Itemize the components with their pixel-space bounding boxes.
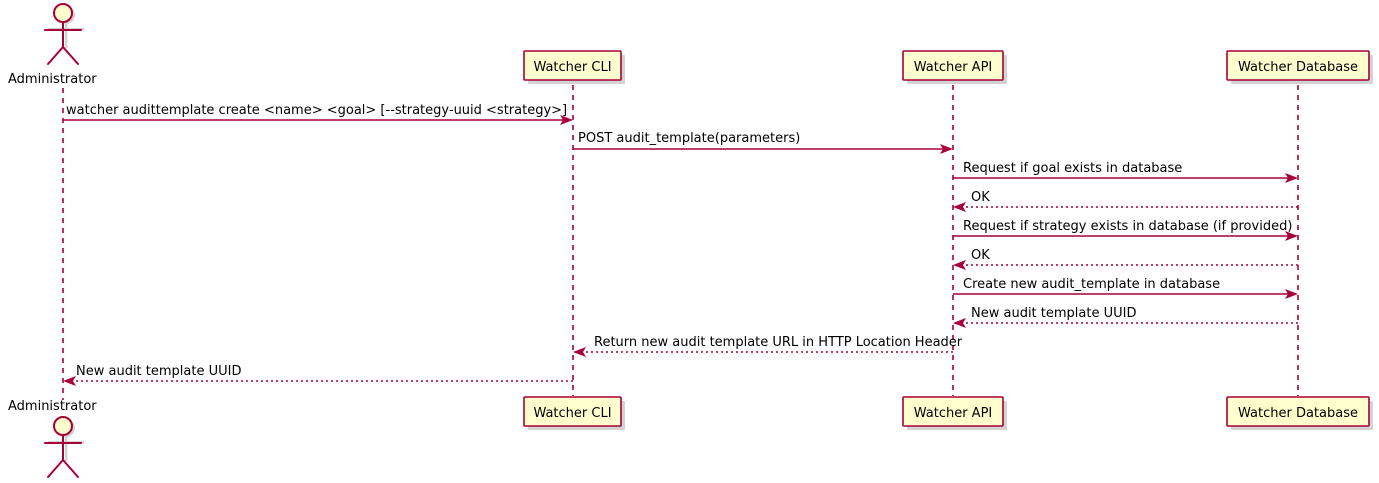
participant-label-watcher-api: Watcher API (914, 406, 993, 421)
message-9-label: Return new audit template URL in HTTP Lo… (594, 335, 963, 350)
message-8-arrowhead-left (953, 318, 966, 328)
message-9[interactable]: Return new audit template URL in HTTP Lo… (573, 335, 963, 357)
message-3-label: Request if goal exists in database (963, 161, 1182, 176)
participant-label-watcher-database: Watcher Database (1238, 406, 1358, 421)
actor-label-administrator-bottom: Administrator (8, 399, 97, 414)
message-6-label: OK (971, 248, 990, 263)
participant-box-watcher-cli-top[interactable]: Watcher CLI (523, 50, 625, 84)
participant-box-rect (523, 396, 622, 427)
message-7-label: Create new audit_template in database (963, 277, 1220, 292)
actor-leg-left-icon (47, 46, 64, 65)
actor-leg-left-icon (47, 459, 64, 478)
actor-leg-right-icon (62, 46, 79, 65)
message-5[interactable]: Request if strategy exists in database (… (953, 219, 1298, 241)
message-9-arrowhead-left (573, 347, 586, 357)
actor-administrator-top[interactable]: Administrator (8, 3, 97, 87)
message-10[interactable]: New audit template UUID (63, 364, 573, 386)
participant-box-watcher-api-top[interactable]: Watcher API (902, 50, 1007, 84)
participant-box-rect (902, 50, 1004, 81)
participant-box-watcher-database-top[interactable]: Watcher Database (1226, 50, 1373, 84)
participant-box-rect (523, 50, 622, 81)
message-4[interactable]: OK (953, 190, 1298, 212)
message-6-arrowhead-left (953, 260, 966, 270)
message-10-label: New audit template UUID (76, 364, 241, 379)
participant-box-rect (1226, 396, 1370, 427)
actor-label-administrator-top: Administrator (8, 72, 97, 87)
message-5-arrowhead-right (1285, 231, 1298, 241)
message-5-label: Request if strategy exists in database (… (963, 219, 1292, 234)
message-1[interactable]: watcher audittemplate create <name> <goa… (63, 103, 573, 125)
participant-box-watcher-cli-bottom[interactable]: Watcher CLI (523, 396, 625, 430)
participant-box-rect (1226, 50, 1370, 81)
message-7[interactable]: Create new audit_template in database (953, 277, 1298, 299)
participant-label-watcher-api: Watcher API (914, 60, 993, 75)
message-4-arrowhead-left (953, 202, 966, 212)
message-2-label: POST audit_template(parameters) (578, 131, 800, 146)
participant-box-watcher-database-bottom[interactable]: Watcher Database (1226, 396, 1373, 430)
message-1-label: watcher audittemplate create <name> <goa… (66, 103, 567, 118)
message-3[interactable]: Request if goal exists in database (953, 161, 1298, 183)
participant-label-watcher-database: Watcher Database (1238, 60, 1358, 75)
message-4-label: OK (971, 190, 990, 205)
actor-head-icon (53, 3, 73, 23)
participant-label-watcher-cli: Watcher CLI (533, 406, 611, 421)
message-2[interactable]: POST audit_template(parameters) (573, 131, 953, 154)
actor-leg-right-icon (62, 459, 79, 478)
message-10-arrowhead-left (63, 376, 76, 386)
message-8-label: New audit template UUID (971, 306, 1136, 321)
actor-administrator-bottom[interactable]: Administrator (8, 399, 97, 478)
message-2-arrowhead-right (940, 144, 953, 154)
actor-head-icon (53, 416, 73, 436)
message-6[interactable]: OK (953, 248, 1298, 270)
lifelines-group (62, 85, 1299, 400)
participant-label-watcher-cli: Watcher CLI (533, 60, 611, 75)
participant-box-watcher-api-bottom[interactable]: Watcher API (902, 396, 1007, 430)
message-1-arrowhead-right (560, 115, 573, 125)
message-8[interactable]: New audit template UUID (953, 306, 1298, 328)
message-7-arrowhead-right (1285, 289, 1298, 299)
participant-box-rect (902, 396, 1004, 427)
message-3-arrowhead-right (1285, 173, 1298, 183)
